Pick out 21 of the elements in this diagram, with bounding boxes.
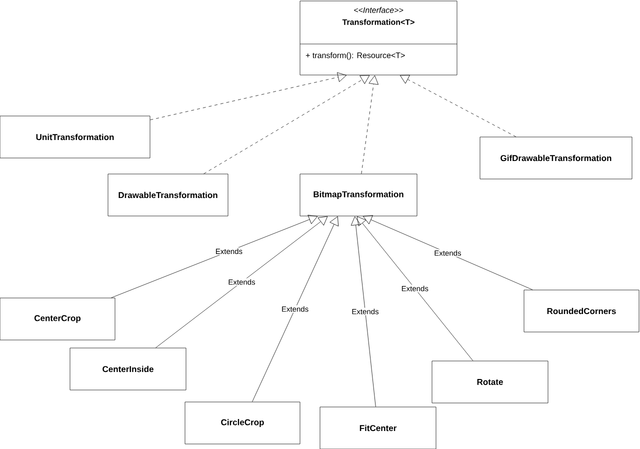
class-box: CenterInside: [70, 348, 186, 390]
inheritance-arrow: [110, 214, 318, 298]
class-box: GifDrawableTransformation: [480, 136, 632, 180]
class-box: Rotate: [432, 360, 548, 404]
inheritance-arrow: [350, 216, 376, 407]
class-box: BitmapTransformation: [300, 174, 418, 216]
class-box: RoundedCorners: [524, 290, 640, 332]
class-box: CenterCrop: [0, 298, 116, 340]
inheritance-arrow: [155, 216, 328, 348]
inheritance-arrow: [362, 215, 533, 290]
class-box: UnitTransformation: [0, 116, 150, 158]
class-box: DrawableTransformation: [108, 174, 228, 216]
realization-arrow: [400, 74, 516, 137]
realization-arrow: [361, 75, 378, 174]
realization-arrow: [204, 75, 370, 174]
inheritance-arrow: [356, 216, 474, 361]
interface-class-box: <<Interface>> Transformation<T> + transform(): Resource<T>: [300, 0, 458, 76]
inheritance-arrow: [252, 216, 339, 402]
class-box: CircleCrop: [184, 402, 300, 444]
realization-arrow: [150, 72, 347, 120]
class-box: FitCenter: [320, 406, 436, 449]
